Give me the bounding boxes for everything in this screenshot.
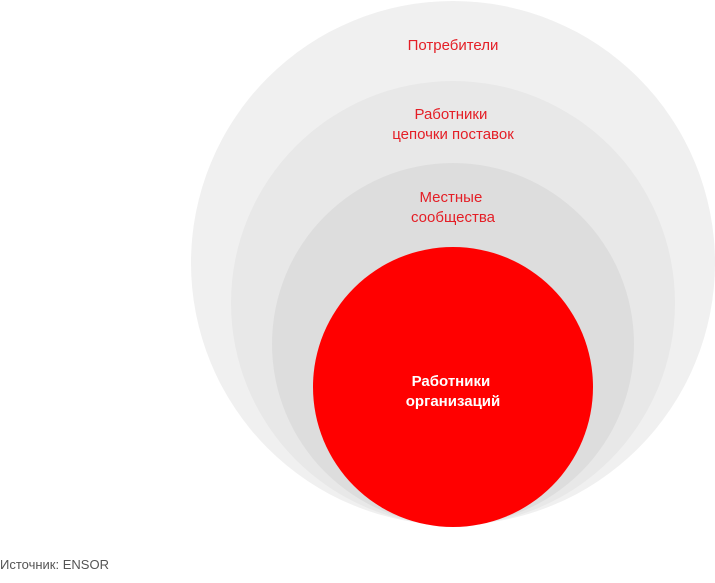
label-local-communities-line-1: Местные [420, 189, 483, 206]
label-local-communities: Местные сообщества [411, 189, 496, 226]
label-organization-workers-line-2: организаций [406, 393, 500, 410]
label-organization-workers: Работники организаций [406, 373, 500, 410]
label-local-communities-line-2: сообщества [411, 209, 496, 226]
label-supply-chain-workers-line-1: Работники [414, 106, 487, 123]
label-organization-workers-line-1: Работники [412, 373, 491, 390]
label-consumers: Потребители [408, 37, 499, 54]
source-note: Источник: ENSOR [0, 557, 109, 572]
label-supply-chain-workers: Работники цепочки поставок [392, 106, 514, 143]
label-supply-chain-workers-line-2: цепочки поставок [392, 126, 514, 143]
label-consumers-line-1: Потребители [408, 37, 499, 54]
circle-organization-workers [313, 247, 593, 527]
